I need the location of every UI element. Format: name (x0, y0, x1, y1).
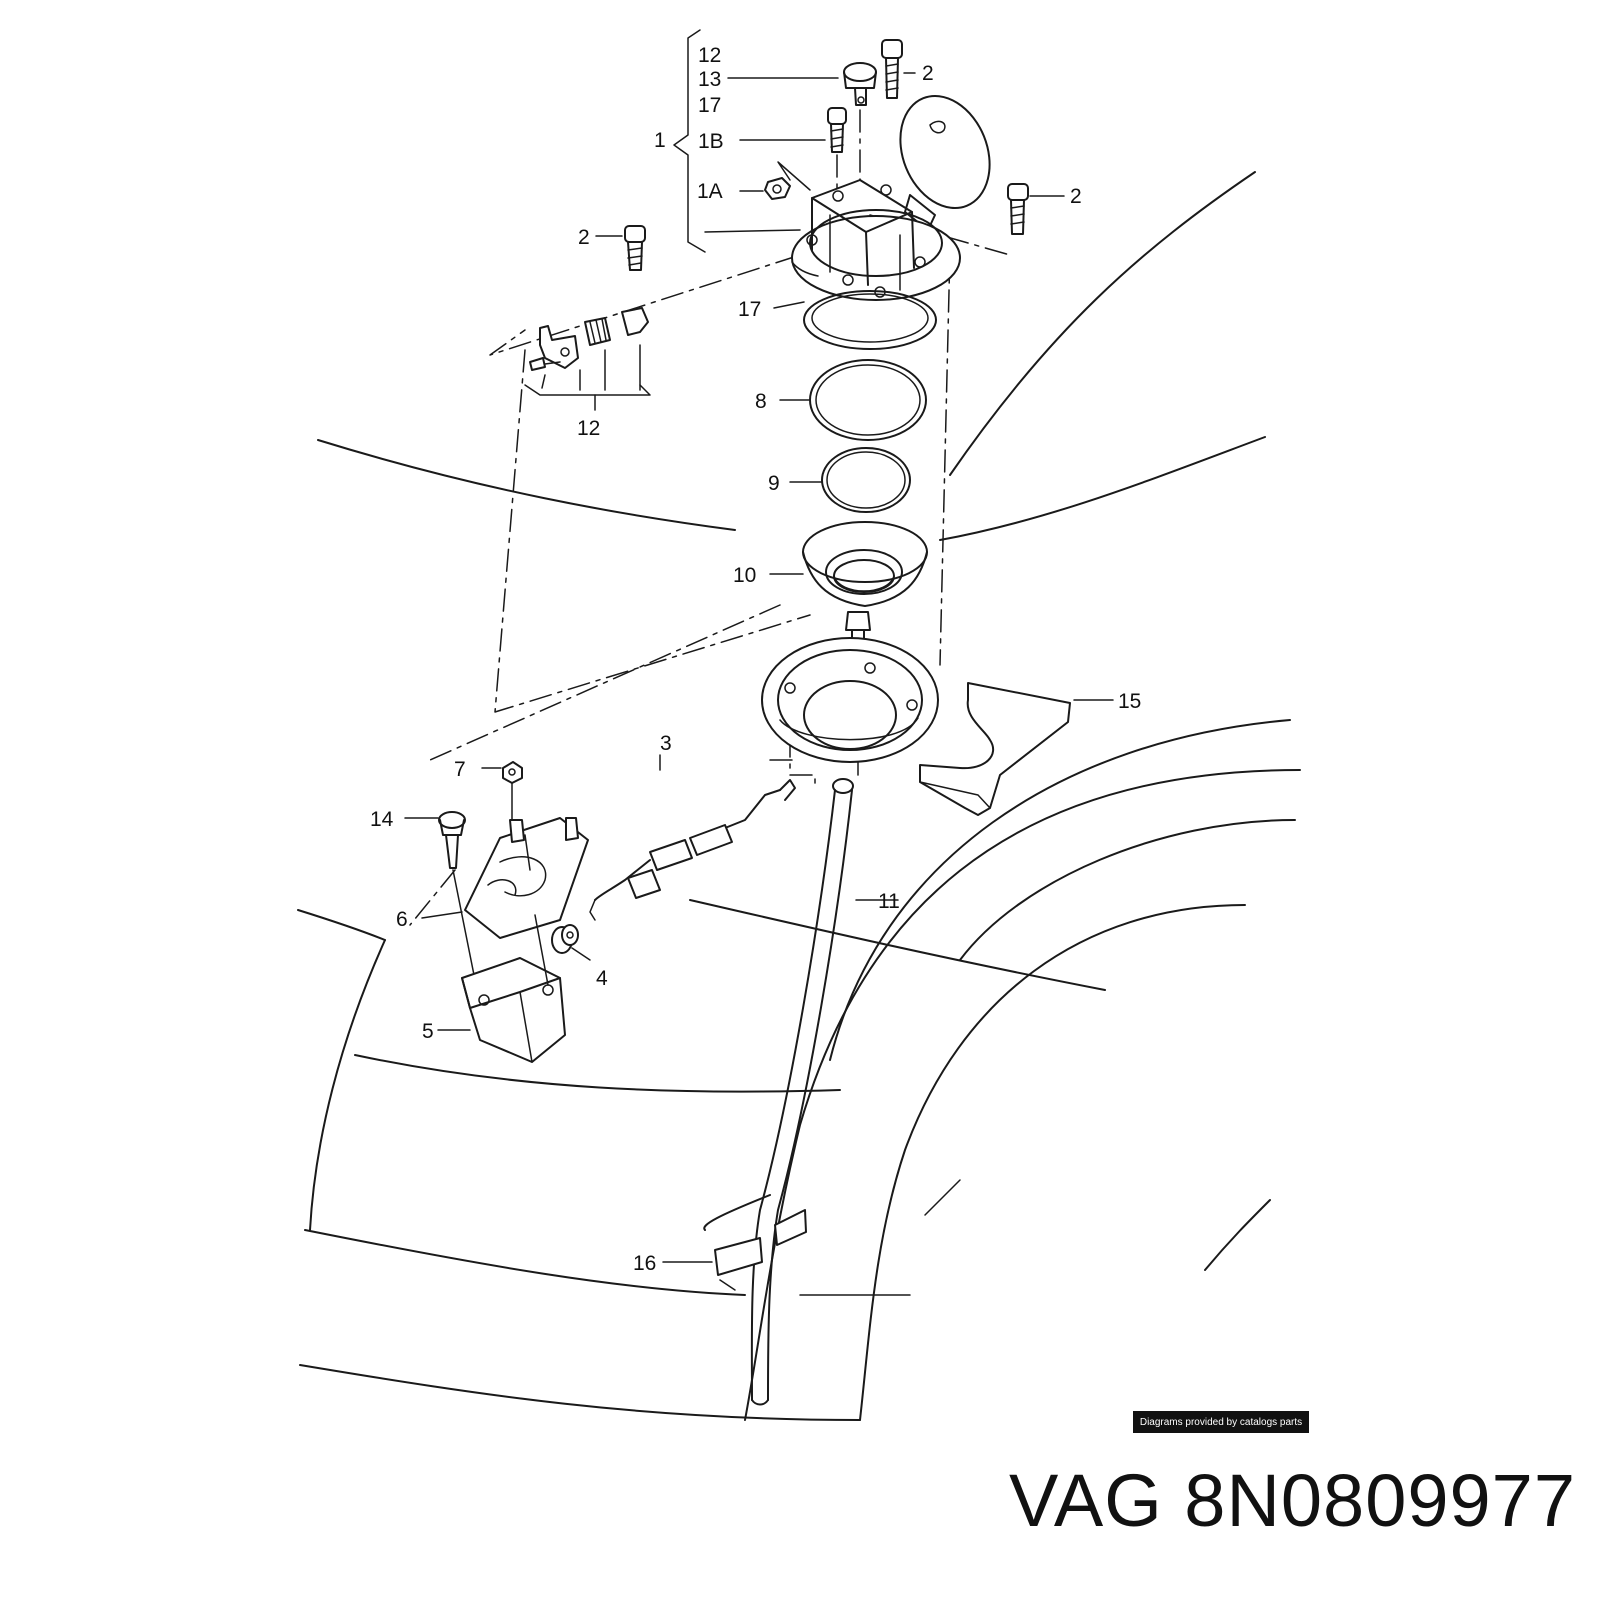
screw-1b (827, 107, 847, 191)
assembly-lines (409, 214, 1011, 926)
label-2-left: 2 (578, 226, 590, 249)
label-8: 8 (755, 390, 767, 413)
tape-16 (714, 1209, 807, 1291)
filler-housing (791, 179, 961, 301)
label-5: 5 (422, 1020, 434, 1043)
diagram-credit-text: Diagrams provided by catalogs parts (1139, 1416, 1303, 1428)
grommet-4 (551, 924, 579, 954)
o-ring-8 (809, 359, 927, 441)
label-17-top: 17 (698, 94, 721, 117)
label-10: 10 (733, 564, 756, 587)
label-16: 16 (633, 1252, 656, 1275)
mounting-plate-6 (464, 817, 589, 939)
bracket-15 (919, 682, 1071, 816)
car-body-outline (297, 171, 1301, 1421)
leader-lines (404, 72, 1114, 1263)
screw-left-2 (624, 225, 646, 271)
label-2-top: 2 (922, 62, 934, 85)
callout-labels: 12 13 17 1 1B 1A 2 2 2 17 12 8 9 10 15 7… (370, 44, 1141, 1275)
label-17: 17 (738, 298, 761, 321)
filler-bowl (761, 637, 939, 763)
lock-pin-group (524, 307, 651, 411)
screw-14 (438, 811, 477, 986)
drain-hose-11 (750, 778, 854, 1406)
label-11: 11 (878, 890, 900, 913)
release-cable-3 (589, 754, 796, 921)
label-3: 3 (660, 732, 672, 755)
screw-right-2 (1007, 183, 1029, 235)
label-1b: 1B (698, 130, 724, 153)
fuel-flap-lid (899, 94, 991, 231)
nut-1a (764, 161, 811, 200)
label-6: 6 (396, 908, 408, 931)
label-13: 13 (698, 68, 721, 91)
label-4: 4 (596, 967, 608, 990)
seal-ring-17 (803, 290, 937, 350)
label-7: 7 (454, 758, 466, 781)
group-bracket-1 (673, 29, 801, 253)
label-12: 12 (577, 417, 600, 440)
push-button-part (843, 62, 877, 181)
rubber-boot-10 (802, 521, 928, 607)
part-number-caption: VAG 8N0809977 (1008, 1459, 1576, 1542)
label-1: 1 (654, 129, 666, 152)
label-2-right: 2 (1070, 185, 1082, 208)
screw-top-2 (881, 39, 903, 99)
label-14: 14 (370, 808, 394, 831)
label-1a: 1A (697, 180, 723, 203)
label-9: 9 (768, 472, 780, 495)
label-15: 15 (1118, 690, 1141, 713)
o-ring-9 (821, 447, 911, 513)
nut-7 (502, 761, 579, 843)
actuator-motor-5 (461, 914, 566, 1063)
diagram-credit-badge: Diagrams provided by catalogs parts (1133, 1411, 1309, 1433)
label-12-top: 12 (698, 44, 721, 67)
